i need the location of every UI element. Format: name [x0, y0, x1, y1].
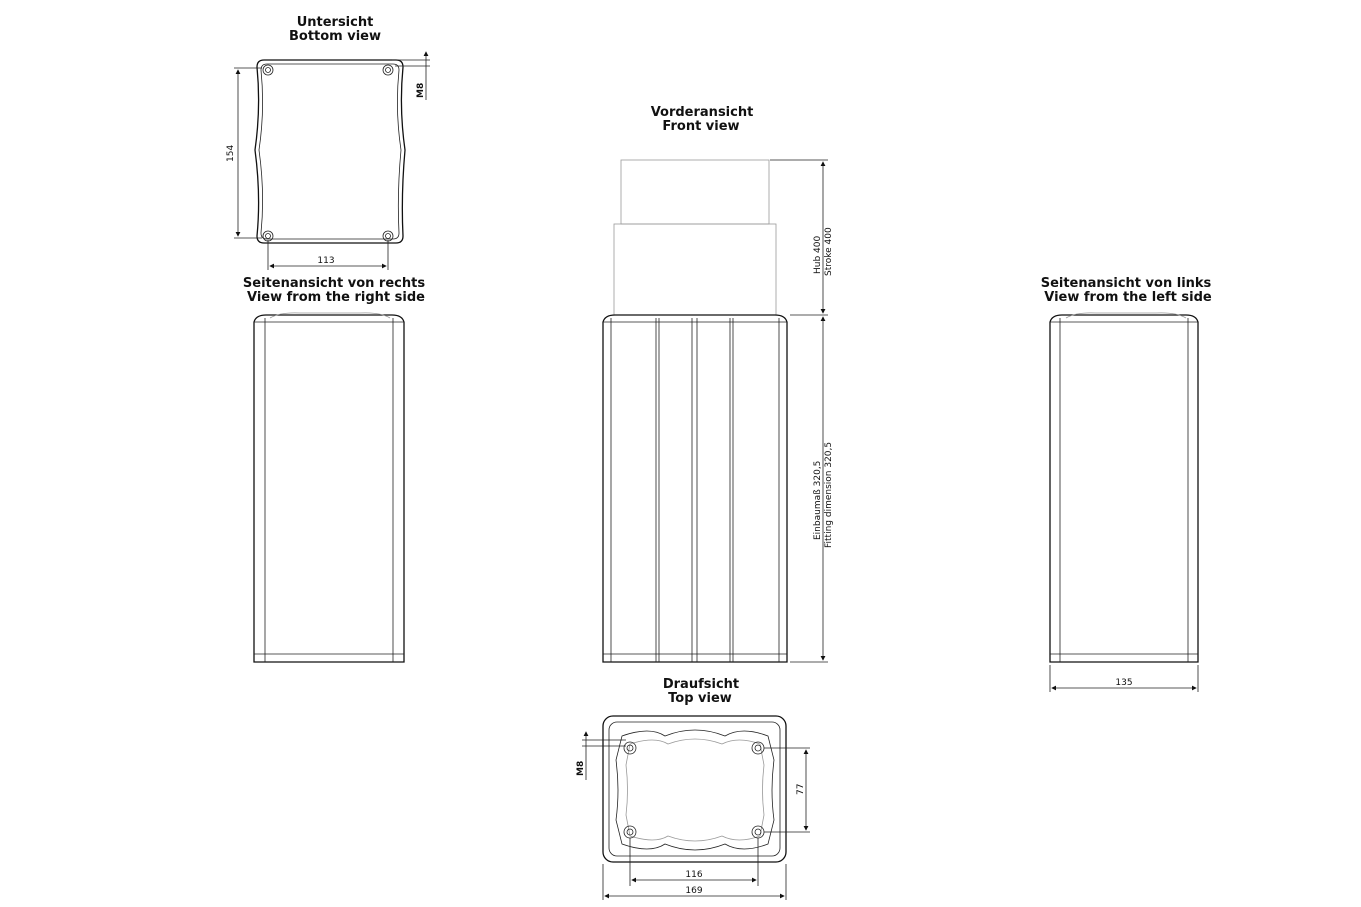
top-outer-width-label: 169 — [685, 886, 702, 896]
top-housing-outline — [602, 715, 787, 863]
left-width-label: 135 — [1115, 678, 1132, 688]
bottom-height-label: 154 — [226, 145, 236, 162]
top-inner-contour — [615, 729, 775, 851]
right-view-title-en: View from the right side — [247, 290, 425, 305]
extended-piston — [613, 159, 777, 316]
bottom-housing-outline — [254, 59, 406, 244]
left-view-title-en: View from the left side — [1044, 290, 1212, 305]
front-housing-outline — [602, 314, 788, 663]
top-view-title-de: Draufsicht — [663, 677, 739, 692]
right-view-title-de: Seitenansicht von rechts — [243, 276, 425, 291]
bottom-view: Untersicht Bottom view M8 154 113 — [226, 15, 430, 270]
left-housing-outline — [1049, 314, 1199, 663]
left-side-view: Seitenansicht von links View from the le… — [1041, 276, 1212, 692]
right-side-view: Seitenansicht von rechts View from the r… — [243, 276, 425, 663]
stroke-label-de: Hub 400 — [813, 236, 823, 274]
front-view: Vorderansicht Front view Hub 400 Stroke … — [602, 105, 834, 663]
fitting-label-en: Fitting dimension 320,5 — [824, 442, 834, 548]
front-view-title-en: Front view — [662, 119, 739, 134]
bottom-housing-inner — [258, 63, 402, 240]
top-view-title-en: Top view — [668, 691, 732, 706]
bottom-width-label: 113 — [317, 256, 334, 266]
fitting-label-de: Einbaumaß 320,5 — [813, 461, 823, 540]
front-view-title-de: Vorderansicht — [651, 105, 754, 120]
bottom-view-title-de: Untersicht — [297, 15, 374, 30]
top-inner-width-label: 116 — [685, 870, 702, 880]
bottom-bolt-holes — [262, 64, 394, 242]
left-view-title-de: Seitenansicht von links — [1041, 276, 1212, 291]
top-thread-label: M8 — [576, 761, 586, 776]
bottom-view-title-en: Bottom view — [289, 29, 381, 44]
top-height-label: 77 — [796, 784, 806, 795]
top-bolt-holes — [623, 741, 765, 839]
top-view: Draufsicht Top view M8 77 116 169 — [576, 677, 810, 900]
right-housing-outline — [253, 314, 405, 663]
stroke-label-en: Stroke 400 — [824, 227, 834, 276]
bottom-thread-label: M8 — [416, 83, 426, 98]
